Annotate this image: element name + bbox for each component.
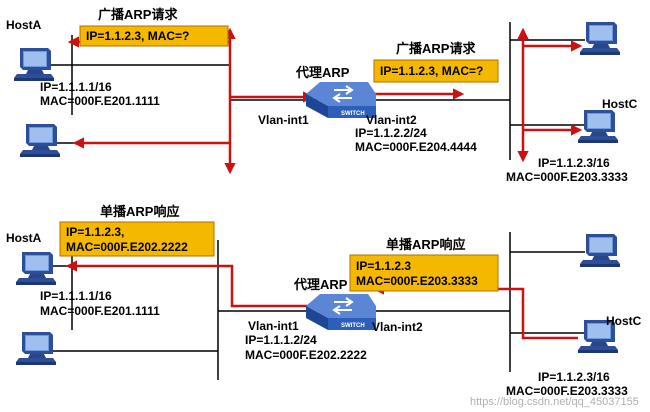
- top-hostC-label: HostC: [602, 97, 638, 111]
- top-broadcast-label-left: 广播ARP请求: [98, 7, 178, 22]
- watermark-text: https://blog.csdn.net/qq_45037155: [470, 396, 639, 408]
- top-vlan-int1: Vlan-int1: [258, 113, 309, 127]
- bottom-reply-box-right-line2: MAC=000F.E203.3333: [356, 274, 478, 288]
- top-request-box-right-text: IP=1.1.2.3, MAC=?: [380, 64, 483, 78]
- bottom-hostA-label: HostA: [6, 231, 42, 245]
- top-request-box-right: [373, 59, 499, 83]
- top-request-box-left-text: IP=1.1.2.3, MAC=?: [86, 29, 189, 43]
- top-diagram: IP=1.1.2.3, MAC=? IP=1.1.2.3, MAC=? 广播AR…: [6, 7, 638, 184]
- bottom-hostA-ip: IP=1.1.1.1/16: [40, 289, 112, 303]
- bottom-hostA-mac: MAC=000F.E201.1111: [40, 304, 160, 318]
- top-switch-mac: MAC=000F.E204.4444: [355, 140, 477, 154]
- bottom-reply-arrow-left: [65, 260, 318, 308]
- bottom-reply-box-left-line2: MAC=000F.E202.2222: [66, 240, 188, 254]
- top-hostC-ip: IP=1.1.2.3/16: [538, 156, 610, 170]
- bottom-hostC-ip: IP=1.1.2.3/16: [538, 370, 610, 384]
- bottom-switch-icon: [306, 293, 376, 331]
- top-proxy-arp-label: 代理ARP: [295, 65, 350, 80]
- top-broadcast-label-right: 广播ARP请求: [396, 41, 476, 56]
- bottom-hostC-label: HostC: [606, 314, 642, 328]
- bottom-reply-box-left: [59, 221, 215, 257]
- bottom-pc2-pc-icon: [16, 332, 56, 365]
- top-hostA-mac: MAC=000F.E201.1111: [40, 94, 160, 108]
- bottom-vlan-int1: Vlan-int1: [248, 319, 299, 333]
- bottom-switch-ip: IP=1.1.1.2/24: [245, 333, 317, 347]
- bottom-reply-box-right-line1: IP=1.1.2.3: [356, 259, 411, 273]
- bottom-switch-mac: MAC=000F.E202.2222: [245, 348, 367, 362]
- bottom-proxy-arp-label: 代理ARP: [293, 277, 348, 292]
- bottom-hostA-pc-icon: [16, 252, 56, 285]
- bottom-vlan-int2: Vlan-int2: [372, 320, 423, 334]
- top-hostA-pc-icon: [14, 48, 54, 81]
- bottom-reply-box-right: [349, 254, 499, 292]
- bottom-reply-label-right: 单播ARP响应: [386, 237, 465, 252]
- bottom-reply-label-left: 单播ARP响应: [100, 204, 179, 219]
- top-hostA-ip: IP=1.1.1.1/16: [40, 80, 112, 94]
- bottom-diagram: IP=1.1.2.3, MAC=000F.E202.2222 IP=1.1.2.…: [6, 204, 642, 398]
- top-switch-ip: IP=1.1.2.2/24: [355, 126, 427, 140]
- top-request-box-left: [79, 25, 229, 47]
- top-hostA-label: HostA: [6, 18, 42, 32]
- top-hostC-pc-icon: [578, 110, 618, 143]
- top-hostC-mac: MAC=000F.E203.3333: [506, 170, 628, 184]
- top-pc2-pc-icon: [20, 124, 60, 157]
- bottom-pc3-pc-icon: [580, 234, 620, 267]
- top-pc3-pc-icon: [580, 22, 620, 55]
- top-vlan-int2: Vlan-int2: [366, 113, 417, 127]
- bottom-hostC-mac: MAC=000F.E203.3333: [506, 384, 628, 398]
- bottom-reply-box-left-line1: IP=1.1.2.3,: [66, 225, 124, 239]
